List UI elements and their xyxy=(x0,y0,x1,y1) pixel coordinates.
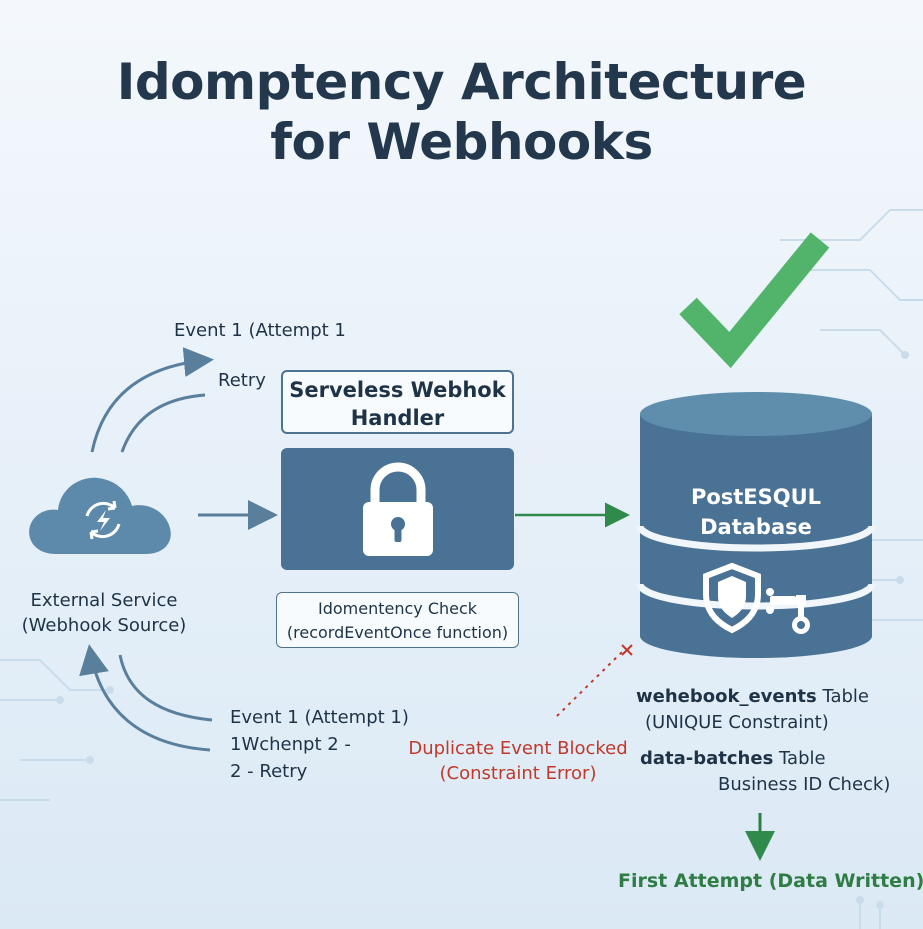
database-label: PostESQUL Database xyxy=(640,482,872,542)
database-label-line-2: Database xyxy=(700,515,812,539)
events-table-name: wehebook_events xyxy=(636,686,817,707)
events-table-suffix: Table xyxy=(816,686,870,707)
duplicate-line-1: Duplicate Event Blocked xyxy=(408,738,628,759)
top-retry-label: Retry xyxy=(218,370,266,391)
bottom-attempt-label: Event 1 (Attempt 1) 1Wchenpt 2 - 2 - Ret… xyxy=(230,704,409,785)
source-label-line-2: (Webhook Source) xyxy=(21,615,187,636)
bottom-label-line-3: 2 - Retry xyxy=(230,761,308,782)
title-line-2: for Webhooks xyxy=(270,113,653,171)
handler-line-1: Serveless Webhok xyxy=(289,378,506,402)
source-label-line-1: External Service xyxy=(30,590,178,611)
batches-table-suffix: Table xyxy=(773,748,826,769)
first-attempt-label: First Attempt (Data Written) xyxy=(618,870,923,892)
check-line-1: Idomentency Check xyxy=(317,599,478,618)
top-retry-arrow xyxy=(120,393,206,453)
bottom-return-arrow-outer xyxy=(79,644,211,752)
batches-table-name: data-batches xyxy=(640,748,774,769)
batches-table-label: data-batches Table xyxy=(640,748,826,769)
sync-lightning-icon xyxy=(85,500,121,540)
handler-lock-panel xyxy=(281,448,514,570)
duplicate-blocked-label: Duplicate Event Blocked (Constraint Erro… xyxy=(408,736,628,786)
batches-table-note: Business ID Check) xyxy=(718,774,891,795)
handler-line-2: Handler xyxy=(350,406,445,430)
source-label: External Service (Webhook Source) xyxy=(14,588,194,638)
top-attempt-label: Event 1 (Attempt 1 xyxy=(174,320,346,341)
cloud-icon xyxy=(29,477,171,554)
checkmark-icon xyxy=(679,232,830,369)
idempotency-check-box: Idomentency Check (recordEventOnce funct… xyxy=(276,592,519,648)
database-label-line-1: PostESQUL xyxy=(690,485,822,509)
top-attempt-arrow xyxy=(90,347,214,453)
shield-icon xyxy=(703,562,761,634)
duplicate-line-2: (Constraint Error) xyxy=(439,763,597,784)
page-title: Idomptency Architecture for Webhooks xyxy=(0,52,923,172)
check-line-2: (recordEventOnce function) xyxy=(286,623,509,642)
handler-box: Serveless Webhok Handler xyxy=(281,370,514,434)
lock-icon xyxy=(363,462,433,556)
bottom-label-line-2: 1Wchenpt 2 - xyxy=(230,734,351,755)
database-cylinder xyxy=(636,392,876,658)
duplicate-blocked-line xyxy=(556,651,623,717)
title-line-1: Idomptency Architecture xyxy=(116,53,807,111)
bottom-label-line-1: Event 1 (Attempt 1) xyxy=(230,707,409,728)
key-icon xyxy=(766,588,810,634)
bottom-return-arrow-inner xyxy=(118,654,213,722)
events-table-label: wehebook_events Table xyxy=(636,686,869,707)
events-table-note: (UNIQUE Constraint) xyxy=(645,712,829,733)
blocked-x-icon xyxy=(621,644,633,656)
